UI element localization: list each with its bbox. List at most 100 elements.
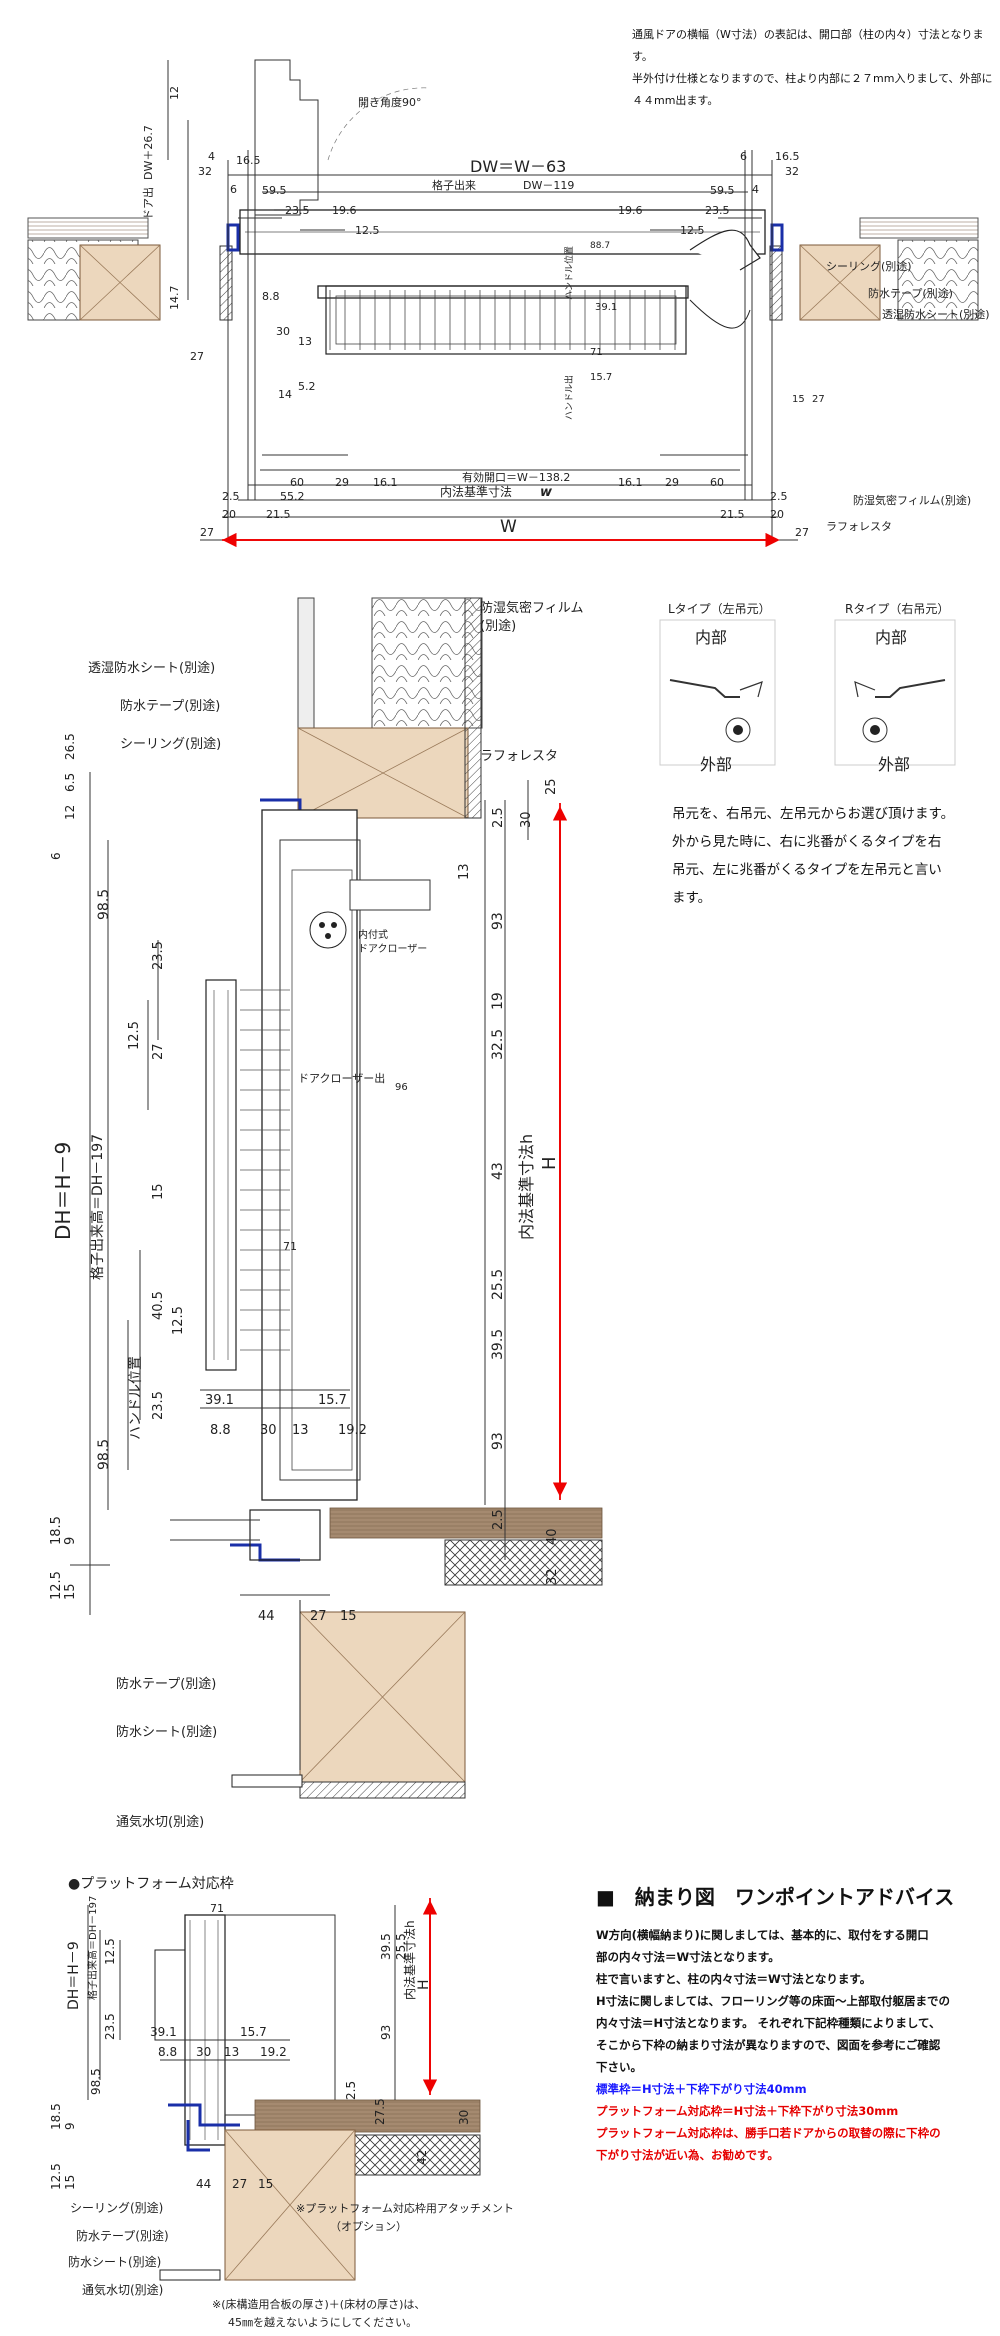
v13: 13 (298, 335, 312, 348)
swing-l-outside: 外部 (700, 755, 732, 774)
sec-b-27: 27 (310, 1609, 327, 1624)
handle-plan (689, 229, 761, 271)
sealing-left (226, 223, 240, 252)
v27-right: 27 (795, 526, 809, 539)
sec-closer-out: ドアクローザー出 (298, 1071, 385, 1085)
sec-rafo: ラフォレスタ (480, 749, 558, 764)
pf-d-125: 12.5 (103, 1938, 117, 1965)
naiho-w-var: w (540, 485, 553, 500)
sec-b-13: 13 (292, 1423, 309, 1438)
dw-label: DW＝W－63 (470, 157, 566, 176)
swing-desc-line: ます。 (672, 890, 712, 906)
sec-boushitsu-2: (別途) (480, 618, 516, 634)
sec-r-25b: 2.5 (491, 807, 506, 828)
swing-texts: Lタイプ（左吊元） Rタイプ（右吊元） 内部 内部 外部 外部 (668, 601, 949, 774)
advice-line: 部の内々寸法＝W寸法となります。 (596, 1950, 780, 1964)
v4-right: 4 (752, 183, 759, 196)
v14: 14 (278, 388, 292, 401)
sec-handle: ハンドル位置 (128, 1356, 144, 1440)
pf-d-157: 15.7 (240, 2025, 267, 2039)
sec-koshi: 格子出来高＝DH－197 (89, 1134, 106, 1280)
v29-left: 29 (335, 476, 349, 489)
v25-right: 2.5 (770, 490, 788, 503)
section-louvers (205, 979, 290, 1371)
plan-toushitsu-label: 透湿防水シート(別途) (882, 307, 990, 321)
swing-r-box (834, 619, 956, 766)
plan-texts: 開き角度90° DW＝W－63 格子出来 DW－119 有効開口＝W－138.2… (141, 86, 990, 539)
section-insulation (371, 597, 483, 729)
v60-right: 60 (710, 476, 724, 489)
top-note: 通風ドアの横幅（W寸法）の表記は、開口部（柱の内々）寸法となります。 半外付け仕… (632, 24, 1000, 112)
sec-d-125-top: 12.5 (127, 1021, 142, 1050)
pf-d-42: 42 (415, 2150, 429, 2165)
pf-koshi: 格子出来高＝DH－197 (86, 1896, 99, 2000)
v20-left: 20 (222, 508, 236, 521)
sec-bousui-tape: 防水テープ(別途) (120, 698, 220, 714)
sec-d-6: 6 (49, 852, 63, 860)
sec-sealing: シーリング(別途) (120, 736, 221, 752)
v196-right: 19.6 (618, 204, 643, 217)
sec-r-30: 30 (519, 811, 534, 828)
swing-r-outside: 外部 (878, 755, 910, 774)
sec-r-93-top: 93 (490, 912, 506, 930)
v32-right: 32 (785, 165, 799, 178)
section-dim-lines (70, 772, 529, 1615)
sec-d-235-top: 23.5 (151, 941, 166, 970)
v29-right: 29 (665, 476, 679, 489)
plan-boushitsu-label: 防湿気密フィルム(別途) (853, 493, 971, 507)
sec-r-32: 32 (545, 1568, 560, 1585)
v12-vert: 12 (168, 86, 181, 100)
v4: 4 (208, 150, 215, 163)
pf-attachment: ※プラットフォーム対応枠用アタッチメント (296, 2201, 514, 2215)
sec-r-40: 40 (545, 1528, 560, 1545)
sec-boushitsu-1: 防湿気密フィルム (480, 600, 583, 616)
sec-r-255: 25.5 (490, 1269, 506, 1300)
handle-inside (689, 299, 751, 329)
swing-desc-line: 吊元、左に兆番がくるタイプを左吊元と言い (672, 862, 942, 878)
handle-out-plan: ハンドル出 (563, 375, 575, 420)
pf-bousui-tape: 防水テープ(別途) (76, 2228, 169, 2243)
door-ht-vert: ドア出 (141, 187, 155, 220)
sec-b-30: 30 (260, 1423, 277, 1438)
sec-b-192: 19.2 (338, 1423, 367, 1438)
v147-vert: 14.7 (168, 286, 181, 311)
plan-rafo-label: ラフォレスタ (826, 520, 892, 533)
sec-naiho: 内法基準寸法h (517, 1134, 536, 1240)
sec-d-185: 18.5 (49, 1516, 64, 1545)
top-note-line: 半外付け仕様となりますので、柱より内部に２７mm入りまして、外部に (632, 72, 993, 85)
v30: 30 (276, 325, 290, 338)
swing-r-type: Rタイプ（右吊元） (845, 601, 949, 616)
advice-line: 下さい。 (596, 2060, 642, 2074)
pf-d-192: 19.2 (260, 2045, 287, 2059)
top-note-line: ４４mm出ます。 (632, 94, 719, 107)
v161-right: 16.1 (618, 476, 643, 489)
sec-d-9: 9 (63, 1537, 78, 1545)
advice-red-line: プラットフォーム対応枠は、勝手口若ドアからの取替の際に下枠の (596, 2126, 941, 2140)
v27-left: 27 (200, 526, 214, 539)
sec-d-985-bot: 98.5 (96, 1439, 112, 1470)
open-angle-label: 開き角度90° (358, 95, 422, 109)
pf-d-185: 18.5 (49, 2103, 63, 2130)
sec-tsuki: 通気水切(別途) (116, 1814, 204, 1830)
sec-h: H (539, 1156, 560, 1170)
v27-right-2: 27 (812, 394, 825, 405)
section-floor-insulation (444, 1539, 603, 1586)
v235-right: 23.5 (705, 204, 730, 217)
pf-dh: DH＝H－9 (66, 1941, 82, 2010)
v27-pr-left: 27 (190, 350, 204, 363)
sec-d-125-mid: 12.5 (171, 1306, 186, 1335)
sec-d-405: 40.5 (151, 1291, 166, 1320)
pf-d-275: 27.5 (373, 2098, 387, 2125)
wall-siding-left (27, 217, 149, 239)
v88: 8.8 (262, 290, 280, 303)
sec-d-985-top: 98.5 (96, 889, 112, 920)
sec-b-391: 39.1 (205, 1393, 234, 1408)
plan-bousui-tape-label: 防水テープ(別途) (868, 286, 953, 300)
pf-d-235: 23.5 (103, 2013, 117, 2040)
v235-left: 23.5 (285, 204, 310, 217)
sec-bousui-tape2: 防水テープ(別途) (116, 1676, 216, 1692)
sec-dh: DH＝H－9 (51, 1142, 75, 1240)
swing-r-inside: 内部 (875, 628, 907, 647)
pf-d-13: 13 (224, 2045, 239, 2059)
plan-sealing-label: シーリング(別途) (826, 259, 912, 273)
